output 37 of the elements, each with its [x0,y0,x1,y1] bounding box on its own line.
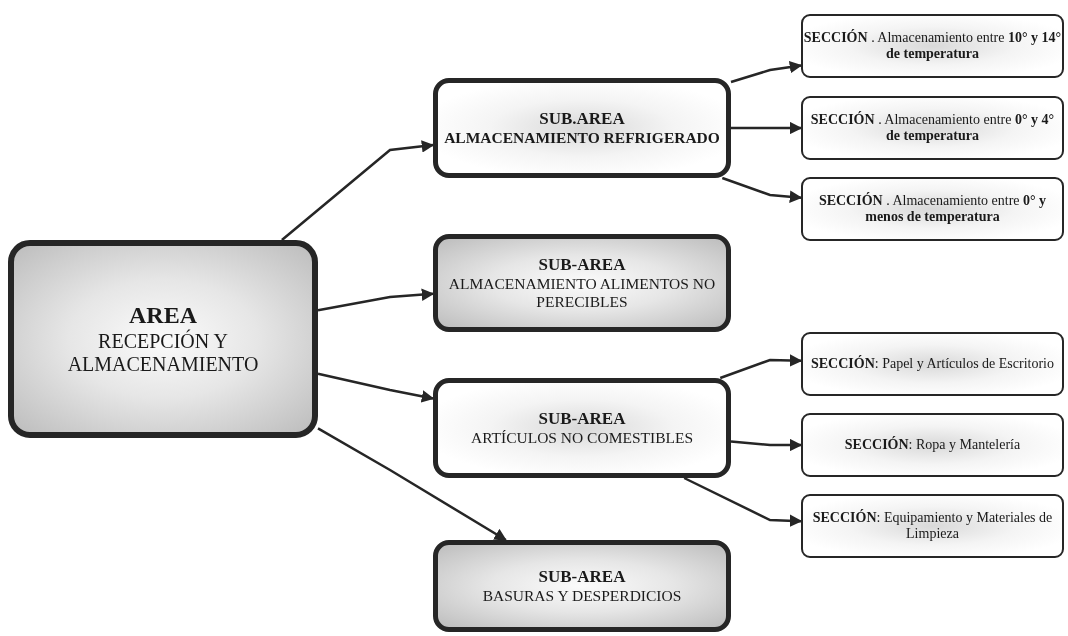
area-box [433,78,731,178]
box-text: ARTÍCULOS NO COMESTIBLES [470,428,694,447]
box-heading: SUB-AREA [538,567,626,587]
box-text: SECCIÓN: Papel y Artículos de Escritorio [810,355,1054,373]
box-text: ALMACENAMIENTO ALIMENTOS NO PERECIBLES [447,274,717,311]
box-heading: AREA [129,302,197,329]
section-box [801,177,1064,241]
box-text: SECCIÓN: Ropa y Mantelería [844,436,1021,454]
box-text: BASURAS Y DESPERDICIOS [482,586,682,605]
area-box [433,378,731,478]
arrow [721,176,803,203]
box-heading: SUB-AREA [538,255,626,275]
area-box [433,540,731,632]
section-box [801,413,1064,477]
section-box [801,332,1064,396]
box-text: SECCIÓN . Almacenamiento entre 0° y menos de temperatura [817,192,1048,226]
box-text: SECCIÓN: Equipamiento y Materiales de Limpieza [811,509,1054,543]
box-text: SECCIÓN . Almacenamiento entre 0° y 4° de temperatura [809,111,1056,145]
section-box [801,494,1064,558]
arrow [719,354,803,380]
box-heading: SUB.AREA [539,109,625,129]
area-box [433,234,731,332]
box-text: SECCIÓN . Almacenamiento entre 10° y 14° de temperatura [803,29,1062,63]
arrow [730,60,803,84]
arrow [317,288,435,312]
arrow [730,438,803,452]
arrow [317,372,435,403]
section-box [801,14,1064,78]
arrow [683,476,803,527]
section-box [801,96,1064,160]
box-text: RECEPCIÓN Y ALMACENAMIENTO [66,329,260,376]
arrow [731,121,803,135]
box-heading: SUB-AREA [538,409,626,429]
area-box [8,240,318,438]
box-text: ALMACENAMIENTO REFRIGERADO [444,128,720,147]
arrow [281,140,435,241]
arrow [317,427,507,542]
